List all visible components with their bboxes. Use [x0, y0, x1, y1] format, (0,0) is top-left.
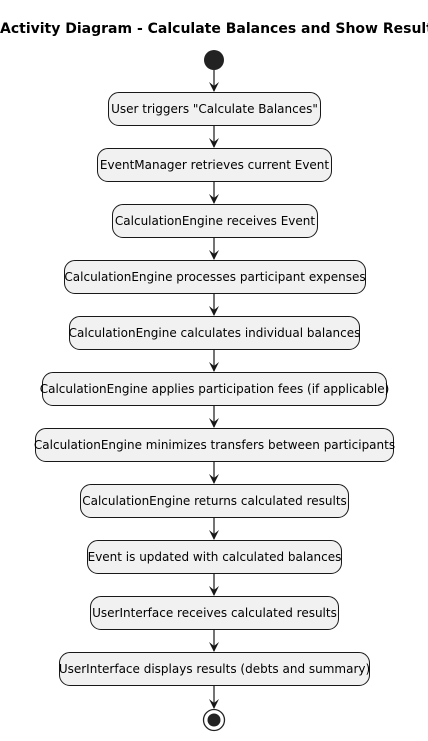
step-engine-returns-results: CalculationEngine returns calculated res… [80, 484, 349, 518]
step-user-triggers-calculate: User triggers "Calculate Balances" [108, 92, 321, 126]
step-event-updated: Event is updated with calculated balance… [87, 540, 342, 574]
step-engine-calculates-balances: CalculationEngine calculates individual … [69, 316, 360, 350]
step-engine-applies-fees: CalculationEngine applies participation … [40, 372, 389, 406]
step-ui-receives-results: UserInterface receives calculated result… [90, 596, 339, 630]
start-node [204, 50, 224, 70]
step-ui-displays-results: UserInterface displays results (debts an… [59, 652, 370, 686]
step-engine-receives-event: CalculationEngine receives Event [112, 204, 318, 238]
step-engine-processes-expenses: CalculationEngine processes participant … [64, 260, 366, 294]
step-eventmanager-retrieves-event: EventManager retrieves current Event [97, 148, 332, 182]
end-node [202, 708, 226, 732]
step-engine-minimizes-transfers: CalculationEngine minimizes transfers be… [34, 428, 395, 462]
diagram-title: Activity Diagram - Calculate Balances an… [0, 21, 428, 37]
